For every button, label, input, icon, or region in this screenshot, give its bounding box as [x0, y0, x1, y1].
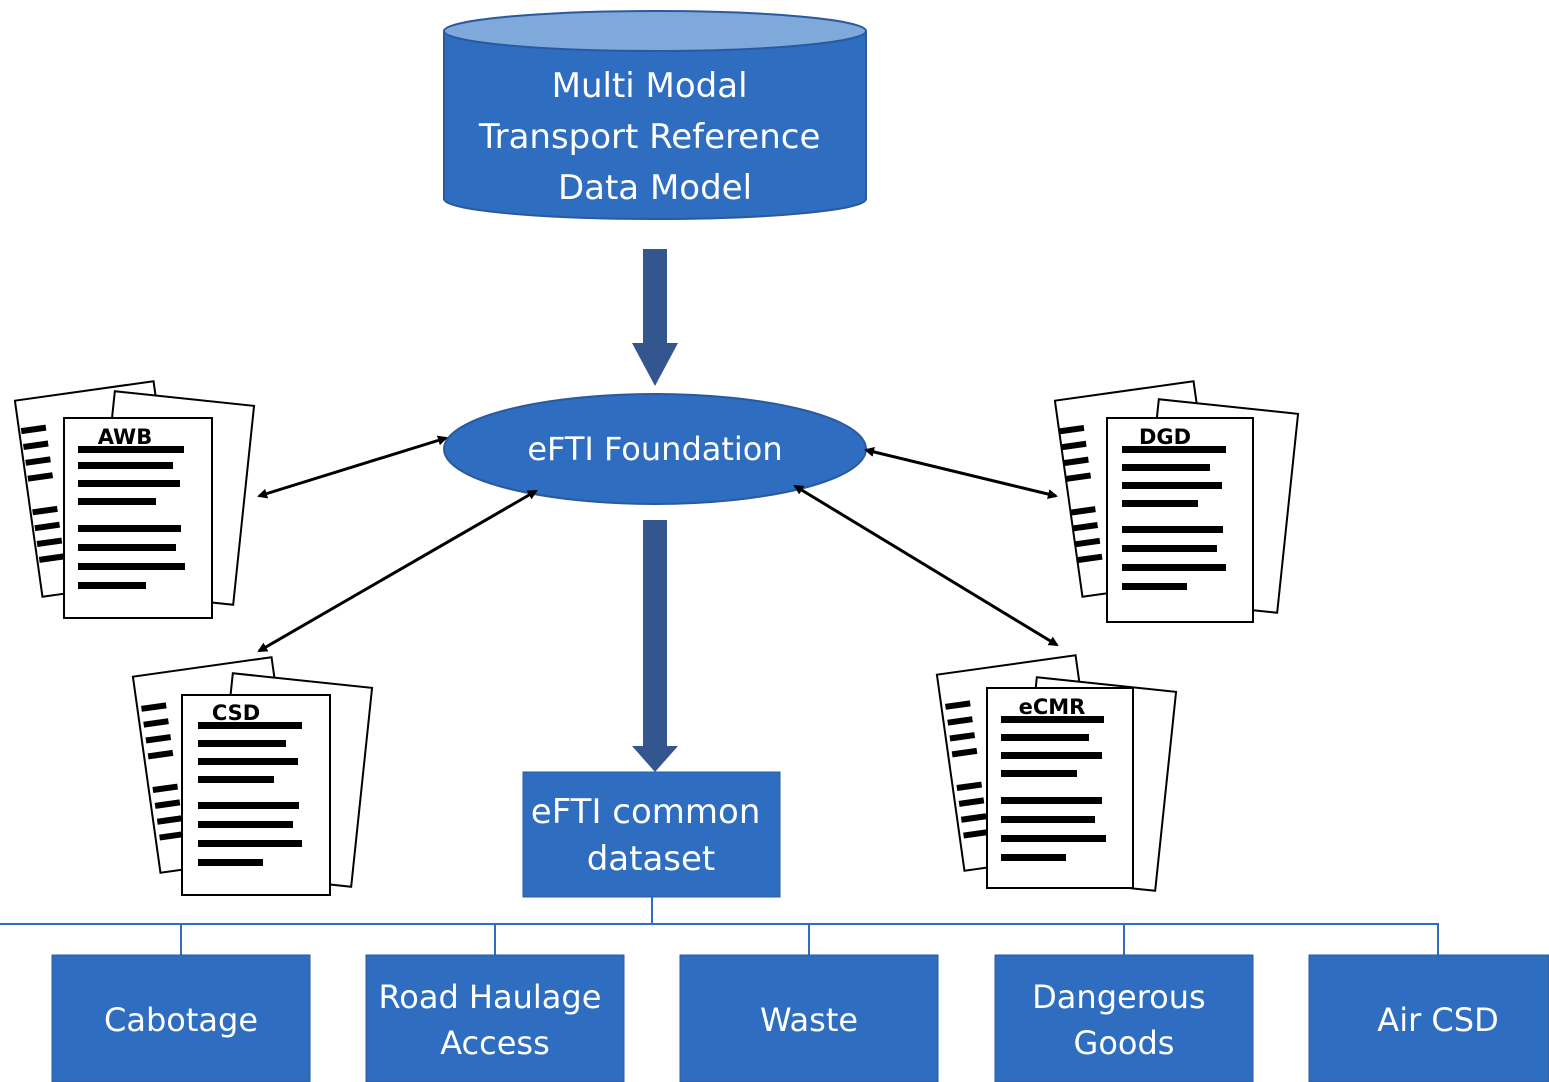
category-dangerous-goods: Dangerous Goods: [994, 954, 1254, 1082]
category-road-haulage-label-line-1: Road Haulage: [378, 978, 601, 1016]
category-dangerous-goods-label-line-2: Goods: [1074, 1024, 1175, 1062]
document-csd-title: CSD: [212, 701, 260, 725]
connector-csd-foundation: [257, 489, 538, 653]
category-road-haulage-label-line-2: Access: [440, 1024, 550, 1062]
dataset-label-line-1: eFTI common: [531, 792, 761, 832]
connector-dgd-foundation: [864, 447, 1058, 499]
database-label-line-1: Multi Modal: [552, 66, 748, 106]
dataset-label-line-2: dataset: [587, 839, 716, 879]
document-csd-icon: CSD: [131, 656, 374, 896]
category-cabotage: Cabotage: [51, 954, 311, 1082]
arrow-database-to-foundation: [632, 249, 678, 386]
data-model-database: Multi Modal Transport Reference Data Mod…: [443, 10, 867, 220]
database-label-line-3: Data Model: [558, 168, 752, 208]
document-awb-title: AWB: [98, 425, 152, 449]
svg-text:Road Haulage Access: Road Haulage Access: [378, 978, 611, 1062]
document-awb-icon: AWB: [13, 380, 256, 619]
connector-ecmr-foundation: [793, 484, 1059, 647]
category-waste-label: Waste: [760, 1001, 858, 1039]
arrow-foundation-to-dataset: [632, 520, 678, 772]
category-cabotage-label: Cabotage: [104, 1001, 258, 1039]
document-ecmr-title: eCMR: [1019, 695, 1086, 719]
database-label-line-2: Transport Reference: [478, 117, 821, 157]
category-connectors: [0, 897, 1439, 955]
efti-common-dataset-node: eFTI common dataset: [522, 771, 781, 898]
svg-text:Dangerous Goods: Dangerous Goods: [1032, 978, 1216, 1062]
document-dgd-icon: DGD: [1053, 380, 1300, 623]
connector-awb-foundation: [257, 435, 448, 499]
category-air-csd-label: Air CSD: [1377, 1001, 1498, 1039]
category-waste: Waste: [679, 954, 939, 1082]
svg-text:Multi Modal Transport Re: Multi Modal Transport Reference Data Mod…: [478, 66, 831, 208]
category-air-csd: Air CSD: [1308, 954, 1549, 1082]
svg-text:eFTI common dataset: eFTI common dataset: [531, 792, 771, 879]
document-ecmr-icon: eCMR: [935, 654, 1178, 892]
efti-foundation-node: eFTI Foundation: [443, 393, 867, 505]
document-dgd-title: DGD: [1139, 425, 1191, 449]
category-dangerous-goods-label-line-1: Dangerous: [1032, 978, 1206, 1016]
category-road-haulage-access: Road Haulage Access: [365, 954, 625, 1082]
foundation-label: eFTI Foundation: [527, 430, 782, 468]
